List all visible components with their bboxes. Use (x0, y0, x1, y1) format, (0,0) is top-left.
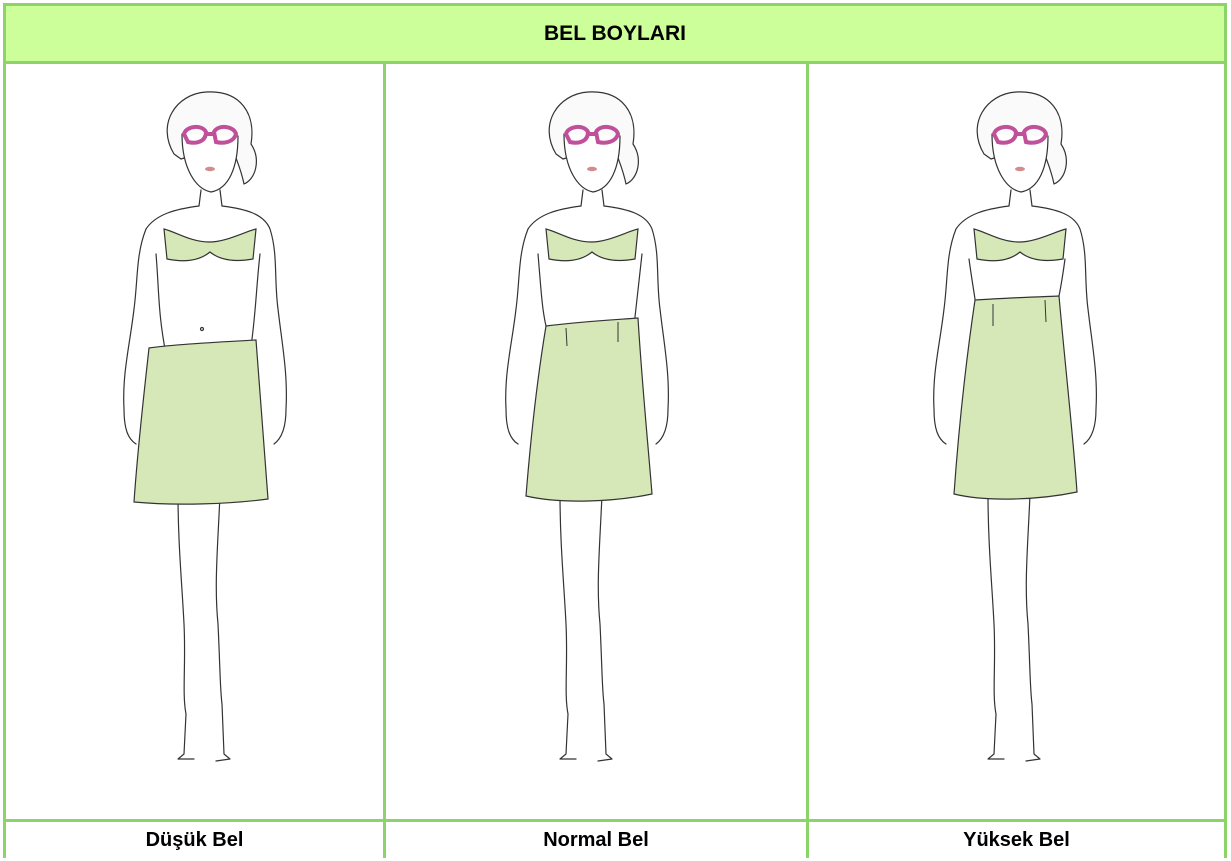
fashion-figure-normal-waist (386, 64, 806, 819)
fashion-figure-low-waist (6, 64, 383, 819)
label-low-waist: Düşük Bel (6, 822, 386, 858)
label-normal-waist: Normal Bel (386, 822, 809, 858)
label-row: Düşük Bel Normal Bel Yüksek Bel (6, 819, 1224, 858)
label-high-waist: Yüksek Bel (809, 822, 1224, 858)
waist-types-table: BEL BOYLARI (3, 3, 1227, 858)
figure-cell-low-waist (6, 64, 386, 819)
figure-cell-high-waist (809, 64, 1224, 819)
table-title: BEL BOYLARI (6, 6, 1224, 64)
figure-cell-normal-waist (386, 64, 809, 819)
fashion-figure-high-waist (809, 64, 1224, 819)
